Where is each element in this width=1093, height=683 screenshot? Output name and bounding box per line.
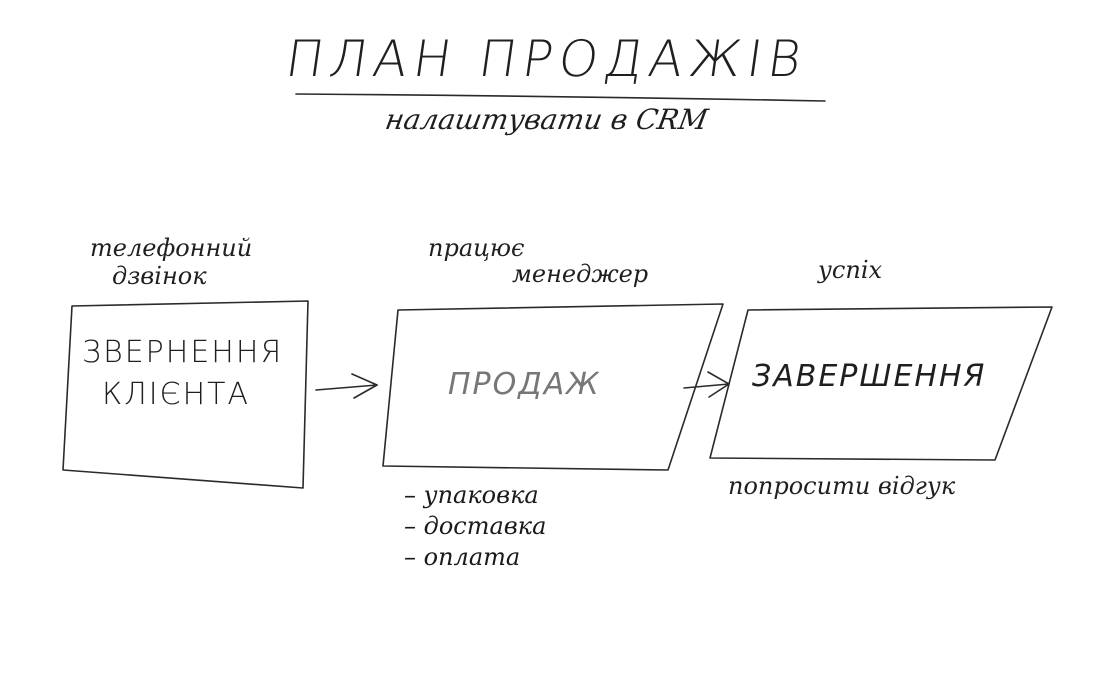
list-item: доставка [404, 511, 547, 542]
page-title: ПЛАН ПРОДАЖІВ [282, 30, 811, 88]
completion-bottom-note: попросити відгук [728, 472, 956, 500]
stage-label-sale: ПРОДАЖ [448, 367, 601, 402]
request-note: телефонний дзвінок [90, 234, 253, 290]
title-underline [295, 93, 826, 102]
arrow-sale-to-completion [683, 371, 730, 398]
stage-label-request: ЗВЕРНЕННЯ КЛІЄНТА [82, 335, 284, 412]
list-item: оплата [404, 542, 546, 573]
stage-label-completion: ЗАВЕРШЕННЯ [752, 359, 987, 394]
sale-items-list: упаковка доставка оплата [404, 480, 547, 573]
stage-box-sale [382, 303, 724, 471]
list-item: упаковка [404, 480, 546, 511]
arrow-request-to-sale [315, 373, 378, 399]
stage-box-request [62, 300, 309, 489]
page-subtitle: налаштувати в CRM [382, 103, 711, 136]
sale-note: працює менеджер [428, 234, 649, 288]
stage-box-completion [709, 306, 1053, 461]
completion-note: успіх [818, 256, 883, 284]
